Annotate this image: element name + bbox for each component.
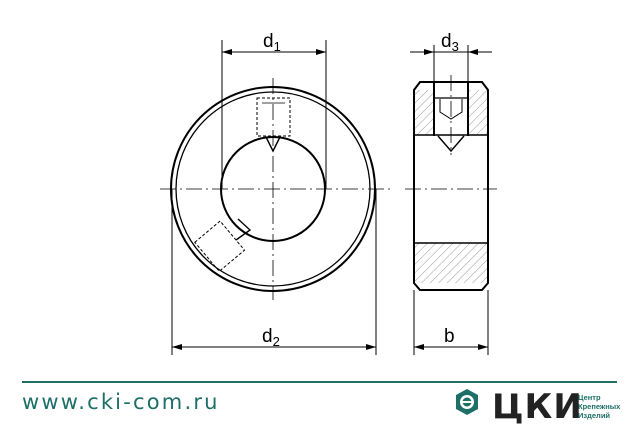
website-link[interactable]: www.cki-com.ru	[22, 390, 220, 414]
brand-tagline: Центр Крепежных Изделий	[578, 393, 620, 420]
side-view	[405, 75, 497, 291]
d2-label: d2	[262, 326, 280, 349]
tagline-line: Крепежных	[578, 402, 621, 411]
d1-label: d1	[263, 31, 281, 54]
tagline-line: Центр	[578, 393, 601, 402]
logo-icon	[456, 389, 478, 415]
d3-label: d3	[441, 31, 459, 54]
b-label: b	[444, 326, 455, 347]
brand-name: ЦКИ	[492, 387, 583, 427]
dimensions	[171, 40, 492, 355]
front-view	[160, 78, 390, 300]
tagline-line: Изделий	[578, 411, 611, 420]
